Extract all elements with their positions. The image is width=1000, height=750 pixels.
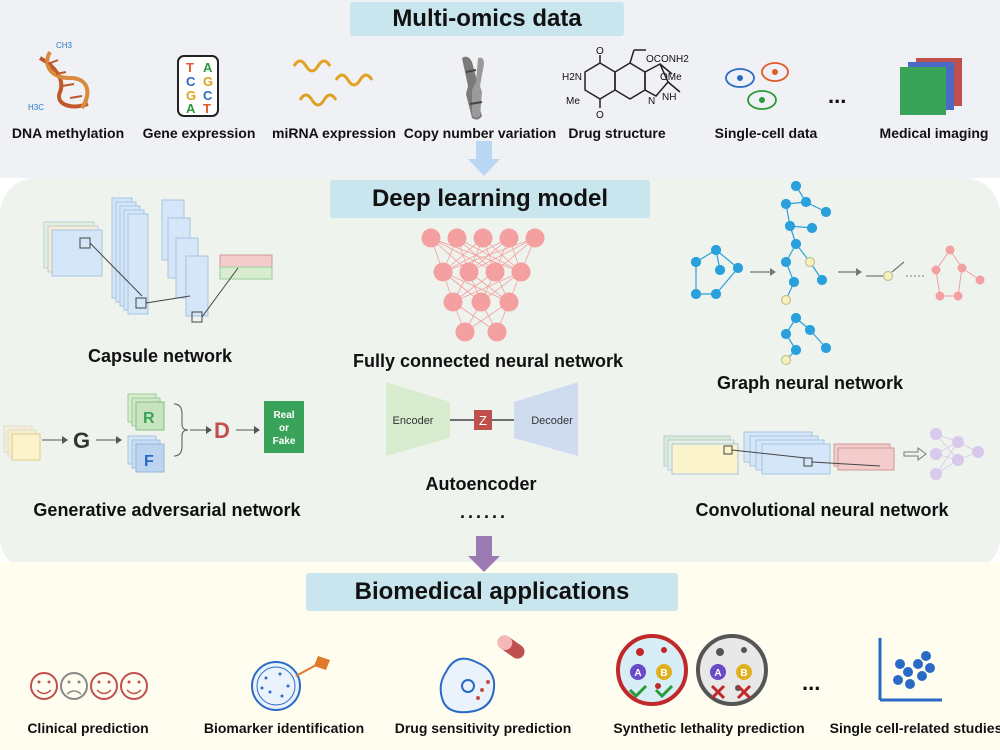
- ae-encoder: Encoder: [393, 415, 434, 427]
- atom-ocnh: OCONH2: [646, 54, 689, 65]
- label-medical-imaging: Medical imaging: [879, 125, 989, 141]
- atom-o2: O: [596, 110, 604, 121]
- gene-letter: C: [186, 74, 196, 89]
- atom-nh: NH: [662, 92, 676, 103]
- ch3-text: CH3: [56, 41, 73, 50]
- gan-or: or: [279, 423, 289, 434]
- label-single-cell-studies: Single cell-related studies: [829, 720, 1000, 736]
- chromosome-icon: [462, 56, 484, 120]
- fcnn-node: [459, 262, 479, 282]
- gan-real: Real: [273, 410, 294, 421]
- molecule-icon: [584, 49, 681, 108]
- fcnn-node: [485, 262, 505, 282]
- lethality-cells-icon: [616, 634, 768, 706]
- gan-f: F: [144, 453, 154, 470]
- mirna-wave-icon: [292, 59, 374, 107]
- ae-z: Z: [479, 413, 487, 428]
- fcnn-diagram: [421, 228, 545, 342]
- lethality-letter: B: [740, 668, 747, 679]
- atom-h2n: H2N: [562, 72, 582, 83]
- gan-fake: Fake: [273, 436, 296, 447]
- multiomics-title: Multi-omics data: [350, 2, 624, 36]
- fcnn-node: [473, 228, 493, 248]
- label-biomarker: Biomarker identification: [203, 720, 365, 736]
- fcnn-node: [525, 228, 545, 248]
- cell-pill-icon: [439, 635, 525, 714]
- gan-r: R: [143, 410, 155, 427]
- label-autoencoder: Autoencoder: [425, 474, 537, 494]
- h3c-text: H3C: [28, 103, 44, 112]
- fcnn-edge: [468, 237, 536, 273]
- ae-decoder: Decoder: [531, 415, 573, 427]
- fcnn-edge: [442, 237, 536, 273]
- models-ellipsis: ......: [459, 502, 509, 522]
- label-gan: Generative adversarial network: [33, 500, 301, 520]
- label-drug-structure: Drug structure: [568, 125, 666, 141]
- label-synthetic-lethality: Synthetic lethality prediction: [613, 720, 805, 736]
- label-cnn: Convolutional neural network: [695, 500, 949, 520]
- gene-letter: A: [203, 60, 213, 75]
- fcnn-node: [421, 228, 441, 248]
- gene-letter: G: [203, 74, 213, 89]
- label-mirna-expression: miRNA expression: [272, 125, 396, 141]
- capsule-diagram: [43, 197, 273, 323]
- arrow-down-purple: [468, 536, 500, 572]
- image-stack-icon: [900, 58, 962, 115]
- dna-icon: [39, 51, 90, 110]
- label-gnn: Graph neural network: [716, 373, 904, 393]
- atom-o1: O: [596, 46, 604, 57]
- cnn-diagram: [663, 428, 984, 480]
- fcnn-edge: [452, 271, 522, 303]
- petri-dish-icon: [251, 656, 330, 711]
- label-single-cell: Single-cell data: [714, 125, 818, 141]
- atom-me: Me: [566, 96, 580, 107]
- label-clinical-prediction: Clinical prediction: [27, 720, 149, 736]
- lethality-letter: A: [714, 668, 721, 679]
- biomedical-title: Biomedical applications: [306, 573, 678, 611]
- fcnn-node: [511, 262, 531, 282]
- fcnn-edge: [442, 271, 510, 303]
- scatter-icon: [878, 638, 942, 702]
- gnn-diagram: [690, 180, 926, 366]
- atom-ome: OMe: [660, 72, 682, 83]
- applications-ellipsis: ...: [802, 670, 820, 695]
- cells-icon: [725, 62, 789, 110]
- fcnn-edge: [442, 237, 510, 273]
- gene-letter: T: [186, 60, 194, 75]
- fcnn-node: [471, 292, 491, 312]
- label-dna-methylation: DNA methylation: [11, 125, 125, 141]
- fcnn-node: [487, 322, 507, 342]
- fcnn-node: [447, 228, 467, 248]
- gene-letters-icon: [177, 55, 219, 117]
- fcnn-node: [499, 228, 519, 248]
- gene-letter: T: [203, 101, 211, 116]
- label-capsule-network: Capsule network: [87, 346, 233, 366]
- omics-ellipsis: ...: [828, 83, 846, 108]
- autoencoder-diagram: [386, 382, 578, 456]
- fcnn-node: [433, 262, 453, 282]
- gnn-output-graph: [931, 245, 985, 301]
- deep-learning-title: Deep learning model: [330, 180, 650, 218]
- fcnn-node: [499, 292, 519, 312]
- label-copy-number: Copy number variation: [403, 125, 557, 141]
- gan-diagram: [3, 393, 304, 473]
- atom-n: N: [648, 96, 655, 107]
- label-fcnn: Fully connected neural network: [352, 351, 624, 371]
- gene-letter: C: [203, 88, 213, 103]
- fcnn-node: [443, 292, 463, 312]
- lethality-letter: A: [634, 668, 641, 679]
- gan-d: D: [214, 418, 230, 443]
- gene-letter: G: [186, 88, 196, 103]
- label-drug-sensitivity: Drug sensitivity prediction: [394, 720, 572, 736]
- faces-icon: [30, 672, 148, 700]
- arrow-down-blue: [468, 141, 500, 176]
- lethality-letter: B: [660, 668, 667, 679]
- label-gene-expression: Gene expression: [142, 125, 256, 141]
- gene-letter: A: [186, 101, 196, 116]
- gan-g: G: [73, 428, 90, 453]
- fcnn-node: [455, 322, 475, 342]
